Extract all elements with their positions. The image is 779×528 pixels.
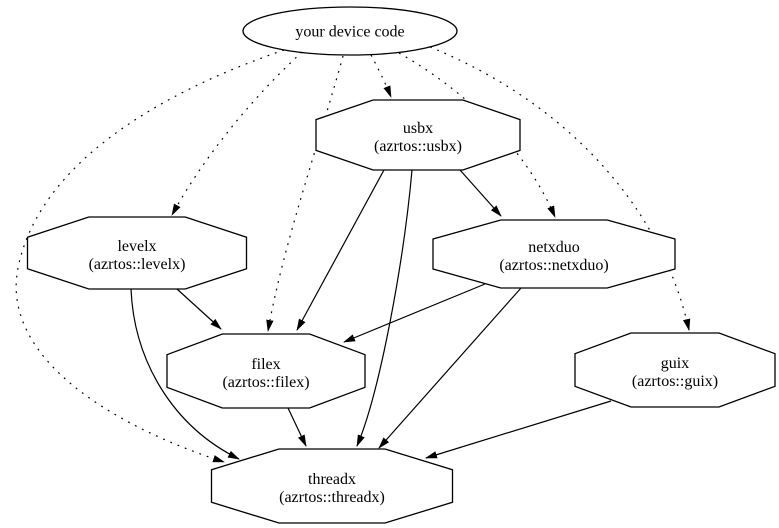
node-device_code: your device code [242, 6, 458, 56]
node-guix-label: guix(azrtos::guix) [632, 355, 718, 390]
node-filex-label: filex(azrtos::filex) [222, 356, 309, 391]
edge-netxduo-filex [343, 283, 486, 343]
node-filex: filex(azrtos::filex) [166, 333, 366, 409]
node-usbx-shape [315, 99, 521, 171]
node-guix-shape [574, 332, 776, 408]
edge-filex-threadx [287, 407, 307, 447]
node-levelx-label: levelx(azrtos::levelx) [89, 238, 186, 273]
node-threadx-shape [210, 448, 454, 524]
edge-device_code-levelx [171, 51, 303, 216]
edge-device_code-threadx [15, 49, 285, 463]
edge-levelx-filex [176, 288, 222, 330]
edge-usbx-threadx [356, 169, 413, 447]
edge-netxduo-threadx [378, 287, 522, 449]
node-threadx: threadx(azrtos::threadx) [210, 448, 454, 524]
node-netxduo-shape [432, 219, 676, 289]
node-netxduo: netxduo(azrtos::netxduo) [432, 219, 676, 289]
node-device_code-label: your device code [295, 24, 404, 41]
node-usbx-label: usbx(azrtos::usbx) [374, 120, 462, 155]
node-threadx-label: threadx(azrtos::threadx) [279, 471, 385, 506]
node-levelx-shape [26, 216, 248, 290]
node-levelx: levelx(azrtos::levelx) [26, 216, 248, 290]
node-netxduo-label: netxduo(azrtos::netxduo) [499, 239, 608, 274]
node-guix: guix(azrtos::guix) [574, 332, 776, 408]
edge-guix-threadx [425, 400, 612, 459]
edge-usbx-netxduo [459, 169, 502, 217]
node-filex-shape [166, 333, 366, 409]
edge-usbx-filex [296, 169, 385, 331]
edge-device_code-usbx [370, 54, 392, 98]
node-device_code-shape [242, 6, 458, 56]
edge-levelx-threadx [130, 288, 240, 460]
edge-device_code-filex [266, 55, 344, 332]
node-usbx: usbx(azrtos::usbx) [315, 99, 521, 171]
